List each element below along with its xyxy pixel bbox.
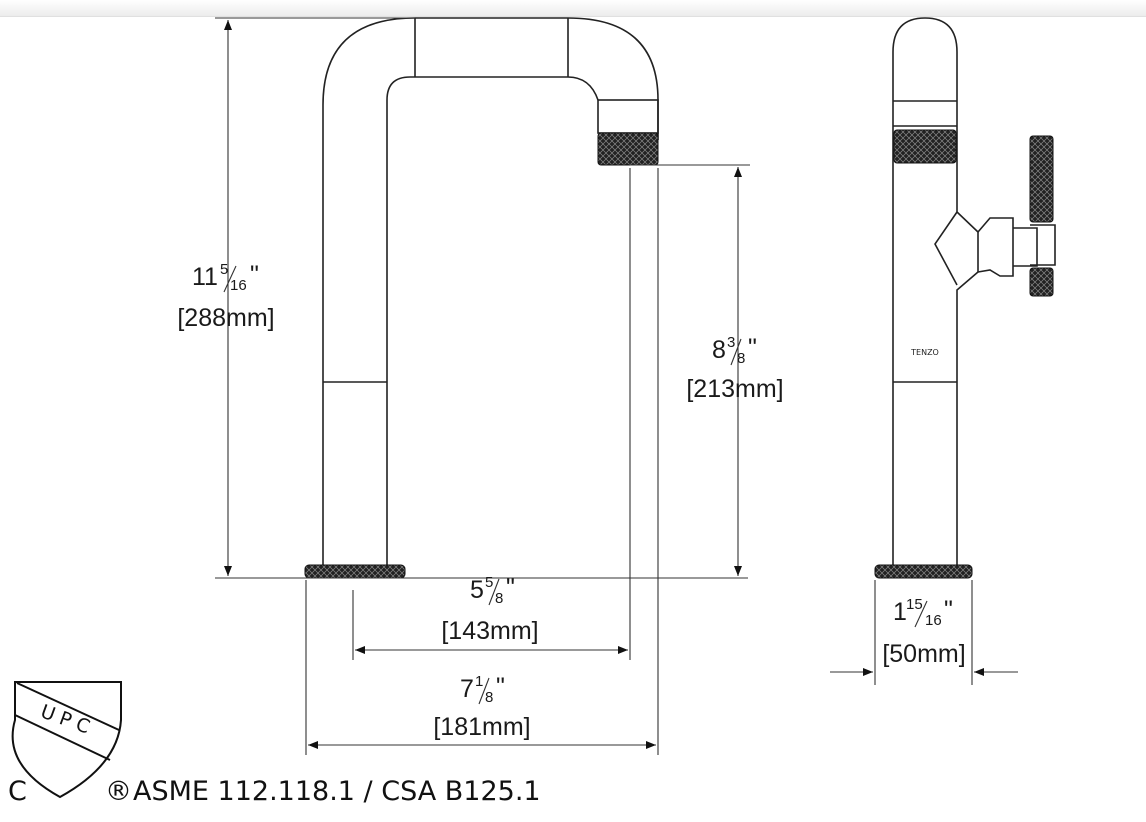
dim-whole: 11	[192, 263, 218, 291]
handle-knurl-top	[1029, 135, 1054, 223]
front-view	[304, 17, 659, 579]
dim-den: 8	[737, 350, 745, 367]
dim-inch: "	[748, 334, 757, 362]
dim-overall-height: 11 5 16 " [288mm]	[177, 261, 274, 332]
certification-standards: ASME 112.118.1 / CSA B125.1	[133, 776, 541, 807]
dim-den: 8	[495, 590, 503, 607]
dim-inch: "	[250, 261, 259, 289]
side-view: TENZO	[874, 17, 1056, 579]
dim-inch: "	[506, 574, 515, 602]
dim-inch: "	[944, 596, 953, 624]
side-aerator-knurl	[893, 129, 957, 164]
dim-num: 1	[475, 673, 483, 690]
dim-whole: 8	[712, 336, 726, 364]
dim-spout-height: 8 3 8 " [213mm]	[686, 334, 783, 403]
dim-whole: 7	[460, 675, 474, 703]
c-mark: C	[8, 776, 27, 807]
dim-spout-reach: 5 5 8 " [143mm]	[441, 574, 538, 645]
dim-den: 16	[230, 277, 247, 294]
dim-mm: [181mm]	[433, 713, 530, 741]
dim-whole: 5	[470, 576, 484, 604]
dim-whole: 1	[893, 598, 907, 626]
dim-overall-depth: 7 1 8 " [181mm]	[433, 673, 530, 741]
registered-mark: ®	[105, 776, 132, 807]
dim-mm: [288mm]	[177, 304, 274, 332]
dim-num: 3	[727, 334, 735, 351]
dim-num: 15	[906, 596, 923, 613]
front-base-knurl	[304, 564, 406, 579]
dim-mm: [50mm]	[882, 640, 965, 668]
dim-inch: "	[496, 673, 505, 701]
brand-mark: TENZO	[910, 348, 939, 357]
spout-aerator-knurl	[597, 132, 659, 166]
dim-den: 8	[485, 689, 493, 706]
dimension-lines	[215, 17, 1018, 755]
top-border	[0, 0, 1146, 17]
dim-mm: [213mm]	[686, 375, 783, 403]
dim-num: 5	[485, 574, 493, 591]
handle-knurl-bottom	[1029, 267, 1054, 297]
side-base-knurl	[874, 564, 973, 579]
dim-num: 5	[220, 261, 228, 278]
dim-base-diameter: 1 15 16 " [50mm]	[882, 596, 965, 668]
dim-mm: [143mm]	[441, 617, 538, 645]
dim-den: 16	[925, 612, 942, 629]
upc-certification-logo: UPC	[11, 681, 122, 799]
